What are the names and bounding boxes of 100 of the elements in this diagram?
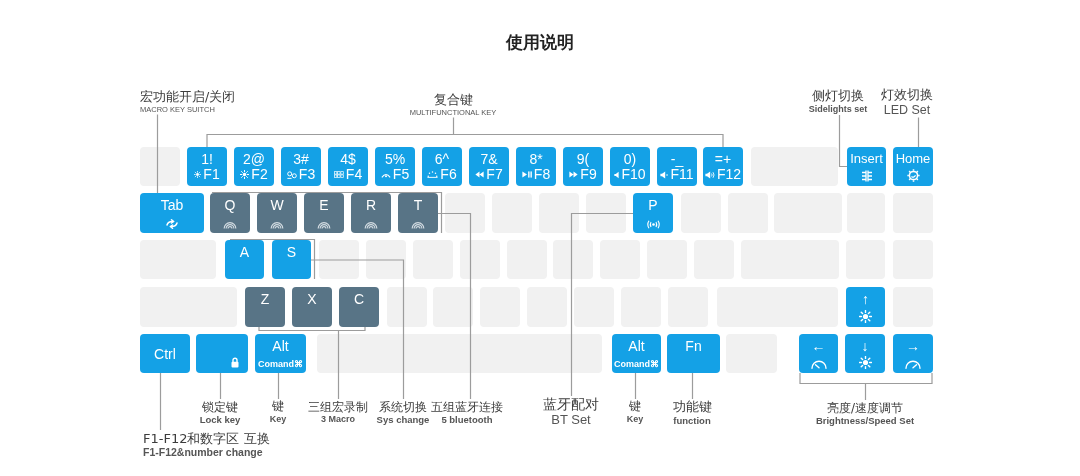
key-legend: X: [307, 291, 317, 307]
key: [667, 334, 720, 373]
key: [245, 287, 285, 327]
key: [210, 193, 250, 233]
callout-translation: LED Set: [883, 102, 931, 117]
callout-translation: Brightness/Speed Set: [815, 415, 915, 426]
key-legend: F3: [298, 167, 316, 182]
callout-label: 复合键: [433, 93, 473, 108]
key-legend: 1!: [201, 151, 213, 167]
callout-translation: BT Set: [551, 412, 591, 427]
key: [469, 147, 509, 186]
callout-translation: Key: [269, 413, 287, 424]
key: [516, 147, 556, 186]
callout-label: 键: [272, 400, 284, 414]
key: [140, 193, 204, 233]
key-legend: 0): [623, 151, 637, 167]
key: [196, 334, 248, 373]
key: [234, 147, 274, 186]
key: [140, 334, 190, 373]
key-legend: 2@: [243, 151, 265, 167]
callout-label: 三组宏录制: [308, 400, 368, 414]
key-legend: 3#: [293, 151, 309, 167]
key-legend: R: [365, 197, 377, 213]
key: [304, 193, 344, 233]
key: [610, 147, 650, 186]
callout-translation: Key: [626, 413, 644, 424]
key-legend: E: [319, 197, 329, 213]
key-legend: Alt: [272, 338, 289, 354]
leader-line: [570, 212, 634, 397]
key-legend: F2: [251, 167, 268, 182]
callout-label: F1-F12和数字区 互换: [143, 431, 270, 446]
key-legend: S: [286, 244, 297, 260]
key-legend: Z: [260, 291, 270, 307]
key-legend: P: [648, 197, 658, 213]
key-legend: Insert: [850, 151, 883, 167]
key-legend: 8*: [529, 151, 543, 167]
leader-line: [159, 372, 162, 431]
key: [563, 147, 603, 186]
key-legend: Home: [895, 151, 931, 167]
callout-translation: 5 bluetooth: [441, 414, 493, 425]
key-legend: F10: [621, 167, 646, 182]
callout-label: 五组蓝牙连接: [431, 400, 503, 414]
key-legend: 4$: [340, 151, 356, 167]
callout-label: 锁定键: [202, 400, 238, 414]
title: 使用说明: [506, 31, 574, 53]
key-legend: Alt: [628, 338, 645, 354]
key-legend: Fn: [685, 338, 702, 354]
key-legend: ↓: [861, 338, 869, 354]
key-legend: →: [906, 338, 920, 354]
key: [703, 147, 743, 186]
callout-label: 键: [629, 400, 641, 414]
leader-line: [917, 116, 920, 148]
bracket-leader-line: [799, 372, 933, 401]
key-legend: =+: [714, 151, 732, 167]
callout-label: 灯效切换: [881, 88, 933, 103]
key: [847, 147, 886, 186]
key-legend: Comand⌘: [614, 359, 659, 369]
callout-translation: Lock key: [199, 414, 241, 425]
leader-line: [156, 113, 159, 194]
key: [422, 147, 462, 186]
key: [845, 334, 885, 373]
key-legend: ←: [811, 338, 826, 354]
callout-translation: 3 Macro: [321, 414, 355, 425]
key-legend: Ctrl: [154, 345, 176, 362]
key-legend: 9(: [576, 151, 590, 167]
key-legend: -_: [670, 151, 684, 167]
key-legend: F11: [670, 167, 694, 182]
key-legend: 6^: [434, 151, 450, 167]
callout-label: 侧灯切换: [812, 89, 864, 104]
leader-line: [838, 114, 848, 168]
callout-label: 宏功能开启/关闭: [140, 90, 236, 105]
key: [255, 334, 306, 373]
key: [328, 147, 368, 186]
callout-label: 系统切换: [379, 400, 427, 414]
key: [272, 240, 311, 279]
key-legend: Comand⌘: [258, 359, 303, 369]
key-legend: 7&: [480, 151, 498, 167]
key-legend: F5: [392, 167, 410, 182]
key-legend: F9: [580, 167, 597, 182]
key-legend: F4: [345, 167, 363, 182]
key: [398, 193, 438, 233]
bracket-leader-line: [258, 326, 366, 400]
key-legend: T: [413, 197, 423, 213]
key-legend: F1: [203, 167, 220, 182]
key: [339, 287, 379, 327]
key-legend: 5%: [384, 151, 406, 167]
key-legend: F6: [440, 167, 457, 182]
key: [281, 147, 321, 186]
key: [292, 287, 332, 327]
key-legend: F8: [533, 167, 551, 182]
key: [893, 334, 933, 373]
key: [657, 147, 697, 186]
key: [612, 334, 661, 373]
leader-line: [634, 372, 637, 400]
bracket-leader-line: [206, 116, 724, 148]
key-legend: W: [270, 197, 284, 213]
bracket-leader-line: [211, 191, 472, 400]
leader-line: [219, 372, 222, 400]
callout-label: 亮度/速度调节: [827, 401, 903, 415]
key-legend: Q: [224, 197, 236, 213]
